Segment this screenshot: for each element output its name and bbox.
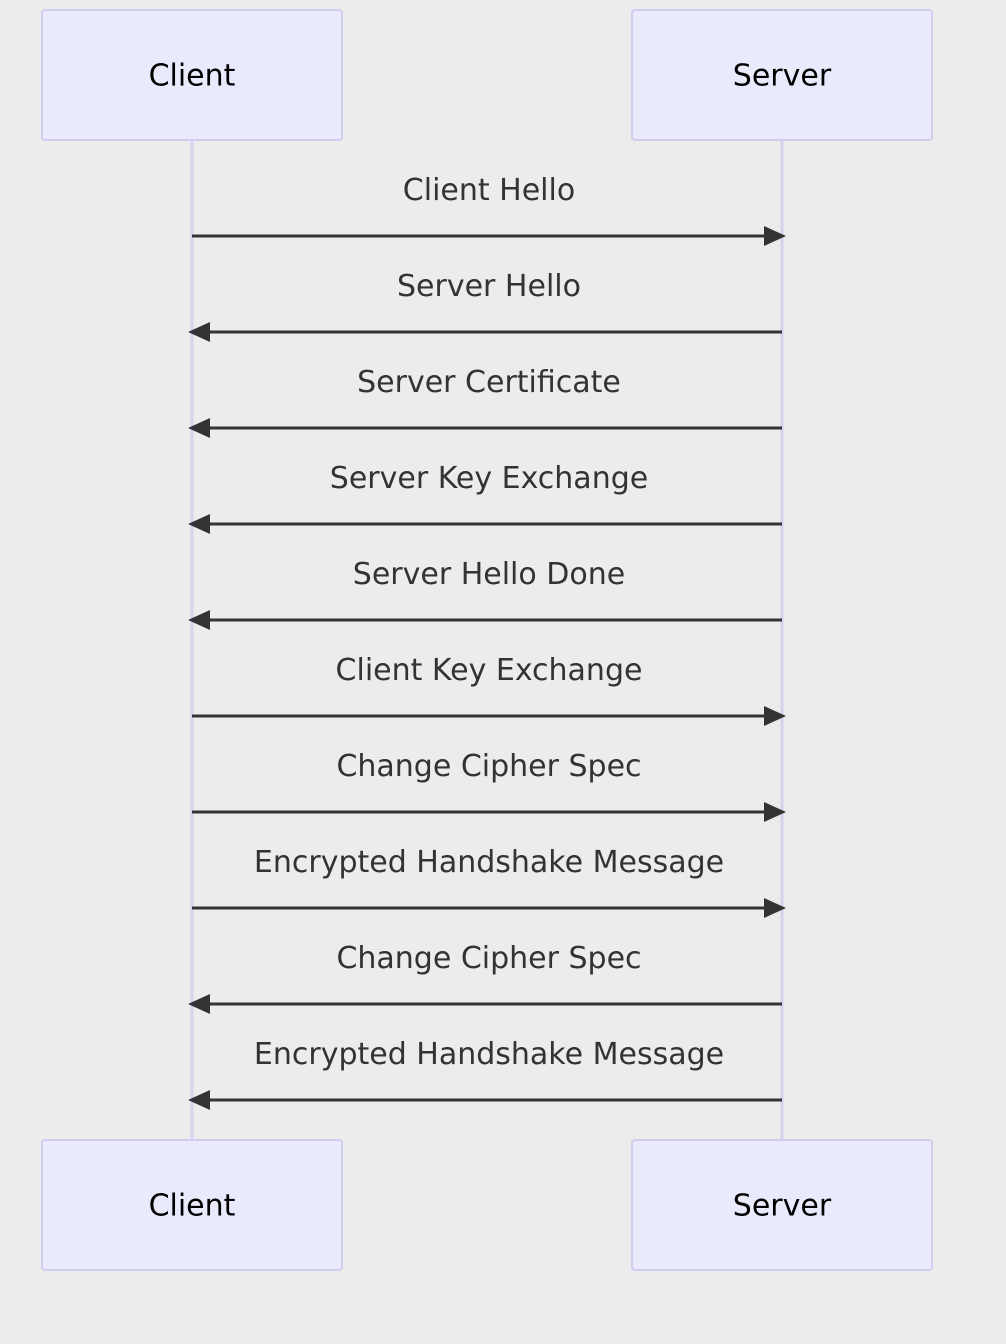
message-label: Change Cipher Spec bbox=[336, 749, 641, 784]
arrowhead-icon bbox=[764, 898, 786, 918]
arrowhead-icon bbox=[764, 802, 786, 822]
arrowhead-icon bbox=[188, 1090, 210, 1110]
client-actor-top: Client bbox=[41, 9, 343, 141]
client-actor-top-label: Client bbox=[149, 59, 236, 94]
message-6: Client Key Exchange bbox=[192, 653, 786, 726]
arrowhead-icon bbox=[764, 706, 786, 726]
client-actor-bottom: Client bbox=[41, 1139, 343, 1271]
server-actor-top-label: Server bbox=[733, 59, 832, 94]
message-label: Server Key Exchange bbox=[330, 461, 648, 496]
message-label: Server Certificate bbox=[357, 365, 621, 400]
message-2: Server Hello bbox=[188, 269, 782, 342]
arrowhead-icon bbox=[188, 514, 210, 534]
arrowhead-icon bbox=[188, 994, 210, 1014]
message-label: Encrypted Handshake Message bbox=[254, 1037, 724, 1072]
message-9: Change Cipher Spec bbox=[188, 941, 782, 1014]
message-4: Server Key Exchange bbox=[188, 461, 782, 534]
message-10: Encrypted Handshake Message bbox=[188, 1037, 782, 1110]
message-3: Server Certificate bbox=[188, 365, 782, 438]
message-8: Encrypted Handshake Message bbox=[192, 845, 786, 918]
message-label: Client Key Exchange bbox=[336, 653, 643, 688]
message-label: Server Hello bbox=[397, 269, 581, 304]
arrowhead-icon bbox=[764, 226, 786, 246]
message-5: Server Hello Done bbox=[188, 557, 782, 630]
server-actor-top: Server bbox=[631, 9, 933, 141]
server-actor-bottom: Server bbox=[631, 1139, 933, 1271]
message-label: Server Hello Done bbox=[353, 557, 625, 592]
arrowhead-icon bbox=[188, 418, 210, 438]
message-label: Encrypted Handshake Message bbox=[254, 845, 724, 880]
arrowhead-icon bbox=[188, 322, 210, 342]
message-label: Client Hello bbox=[403, 173, 575, 208]
server-actor-bottom-label: Server bbox=[733, 1189, 832, 1224]
message-1: Client Hello bbox=[192, 173, 786, 246]
message-7: Change Cipher Spec bbox=[192, 749, 786, 822]
message-label: Change Cipher Spec bbox=[336, 941, 641, 976]
client-actor-bottom-label: Client bbox=[149, 1189, 236, 1224]
arrowhead-icon bbox=[188, 610, 210, 630]
